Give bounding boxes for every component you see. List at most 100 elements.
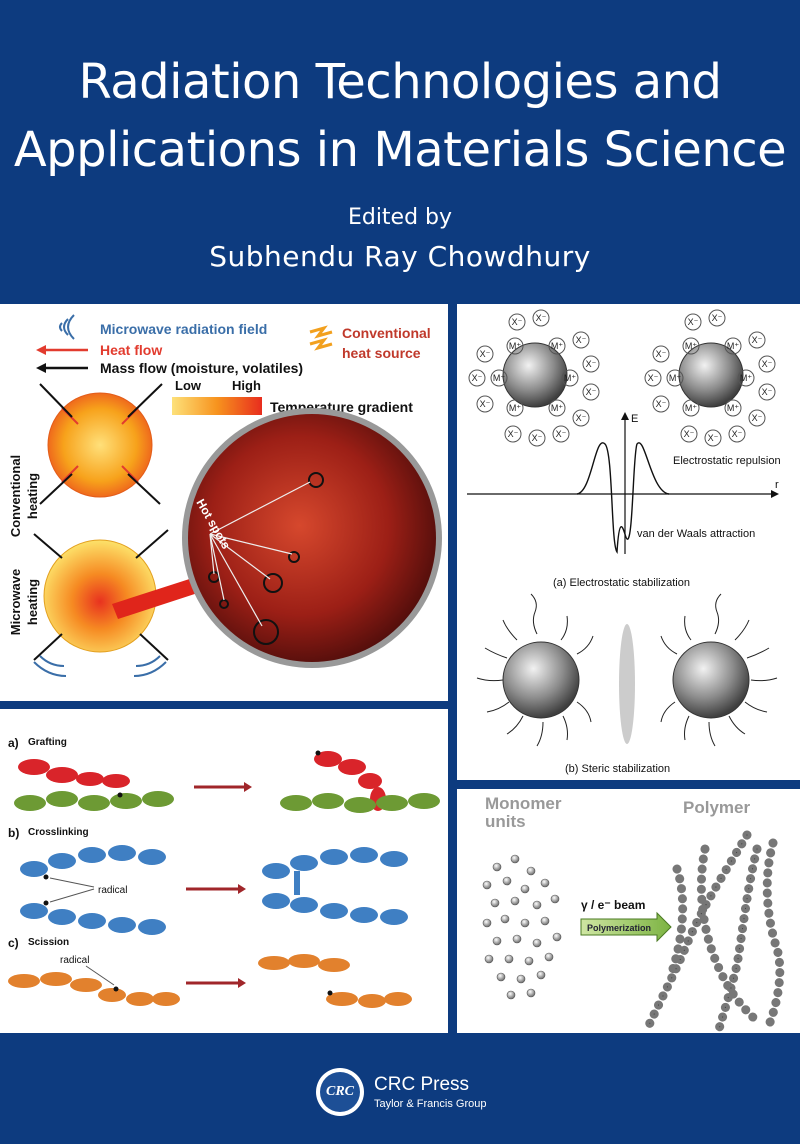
- editor-name: Subhendu Ray Chowdhury: [209, 240, 591, 273]
- svg-text:M⁺: M⁺: [669, 373, 681, 383]
- polymerization-panel: Monomer units Polymer γ / e⁻ beam Polyme…: [457, 789, 800, 1033]
- svg-text:M⁺: M⁺: [685, 403, 697, 413]
- axis-r-label: r: [775, 479, 779, 491]
- svg-text:X⁻: X⁻: [656, 399, 667, 409]
- heating-diagram: Microwave radiation field Heat flow Mass…: [8, 314, 442, 677]
- ion-cluster-right: [678, 342, 744, 408]
- reaction-arrow-icon: [186, 884, 246, 894]
- label-c: c): [8, 936, 19, 950]
- anion-ions-right: X⁻ X⁻ X⁻ X⁻ X⁻ X⁻ X⁻ X⁻ X⁻ X⁻ X⁻ X⁻: [644, 309, 776, 447]
- svg-text:X⁻: X⁻: [532, 433, 543, 443]
- reactions-panel: a) Grafting b: [0, 709, 448, 1033]
- cation-ions-left: M⁺ M⁺ M⁺ M⁺ M⁺ M⁺: [490, 337, 579, 417]
- svg-text:M⁺: M⁺: [551, 341, 563, 351]
- svg-text:M⁺: M⁺: [727, 403, 739, 413]
- svg-text:M⁺: M⁺: [727, 341, 739, 351]
- radical-label-b: radical: [98, 885, 127, 896]
- gradient-low: Low: [175, 378, 202, 393]
- legend-conventional-line1: Conventional: [342, 325, 431, 341]
- svg-text:X⁻: X⁻: [752, 413, 763, 423]
- svg-text:X⁻: X⁻: [684, 429, 695, 439]
- axis-e-label: E: [631, 413, 638, 425]
- publisher-block: CRC CRC Press Taylor & Francis Group: [316, 1068, 516, 1118]
- label-microwave-line2: heating: [25, 579, 40, 625]
- svg-text:X⁻: X⁻: [480, 349, 491, 359]
- svg-text:X⁻: X⁻: [656, 349, 667, 359]
- svg-text:M⁺: M⁺: [551, 403, 563, 413]
- crosslink-chains-left: [20, 845, 166, 935]
- svg-text:X⁻: X⁻: [472, 373, 483, 383]
- hot-spots-micrograph: [188, 414, 436, 662]
- label-conventional-line2: heating: [25, 473, 40, 519]
- reaction-arrow-icon: [194, 782, 252, 792]
- monomer-units: [482, 854, 562, 1000]
- reaction-arrow-icon: [186, 978, 246, 988]
- book-title: Radiation Technologies and Applications …: [0, 48, 800, 184]
- publisher-group: Taylor & Francis Group: [374, 1098, 487, 1110]
- svg-text:X⁻: X⁻: [712, 313, 723, 323]
- steric-particle-left: [502, 641, 580, 719]
- gradient-high: High: [232, 378, 261, 393]
- svg-text:X⁻: X⁻: [762, 387, 773, 397]
- legend-heat-flow: Heat flow: [100, 342, 162, 358]
- svg-text:X⁻: X⁻: [480, 399, 491, 409]
- caption-steric: (b) Steric stabilization: [565, 763, 670, 775]
- scission-fragments: [258, 954, 412, 1008]
- edited-by-label: Edited by: [347, 205, 453, 230]
- reactions-diagram: a) Grafting b: [8, 736, 440, 1008]
- conventional-source-icon: [309, 325, 333, 351]
- legend-microwave: Microwave radiation field: [100, 321, 267, 337]
- svg-text:X⁻: X⁻: [586, 387, 597, 397]
- label-microwave-line1: Microwave: [8, 569, 23, 635]
- anion-ions-left: X⁻ X⁻ X⁻ X⁻ X⁻ X⁻ X⁻ X⁻ X⁻ X⁻ X⁻ X⁻: [468, 309, 600, 447]
- zoom-arrow: [112, 574, 210, 619]
- polymer-chains: [644, 830, 785, 1033]
- svg-text:X⁻: X⁻: [688, 317, 699, 327]
- svg-text:X⁻: X⁻: [732, 429, 743, 439]
- crc-logo-text: CRC: [320, 1072, 360, 1112]
- title-crosslinking: Crosslinking: [28, 827, 89, 838]
- radical-label-c: radical: [60, 955, 89, 966]
- monomer-label-line1: Monomer: [485, 794, 562, 813]
- crc-logo-icon: CRC: [316, 1068, 364, 1116]
- heating-diagram-panel: Microwave radiation field Heat flow Mass…: [0, 304, 448, 701]
- beam-label: γ / e⁻ beam: [581, 898, 645, 912]
- svg-text:X⁻: X⁻: [708, 433, 719, 443]
- caption-electrostatic: (a) Electrostatic stabilization: [553, 577, 690, 589]
- svg-text:X⁻: X⁻: [752, 335, 763, 345]
- backbone-right: [280, 793, 440, 813]
- energy-curve: [576, 442, 670, 554]
- steric-particles: [476, 593, 778, 747]
- cation-ions-right: M⁺ M⁺ M⁺ M⁺ M⁺ M⁺: [666, 337, 755, 417]
- svg-text:M⁺: M⁺: [685, 341, 697, 351]
- svg-text:X⁻: X⁻: [536, 313, 547, 323]
- svg-text:X⁻: X⁻: [556, 429, 567, 439]
- title-scission: Scission: [28, 937, 69, 948]
- svg-text:X⁻: X⁻: [508, 429, 519, 439]
- repulsion-label: Electrostatic repulsion: [673, 455, 781, 467]
- svg-text:X⁻: X⁻: [648, 373, 659, 383]
- svg-text:M⁺: M⁺: [509, 341, 521, 351]
- grafting-chains-left: [18, 759, 130, 788]
- ion-cluster-left: [502, 342, 568, 408]
- backbone-left: [14, 791, 174, 811]
- label-a: a): [8, 736, 19, 750]
- attraction-label: van der Waals attraction: [637, 528, 755, 540]
- svg-text:M⁺: M⁺: [493, 373, 505, 383]
- polymerization-diagram: Monomer units Polymer γ / e⁻ beam Polyme…: [482, 794, 785, 1033]
- scission-chain-left: [8, 972, 180, 1006]
- svg-text:X⁻: X⁻: [512, 317, 523, 327]
- svg-text:M⁺: M⁺: [564, 373, 576, 383]
- label-b: b): [8, 826, 19, 840]
- stabilization-panel: M⁺ M⁺ M⁺ M⁺ M⁺ M⁺ X⁻ X⁻ X⁻ X⁻ X⁻ X⁻ X⁻ X…: [457, 304, 800, 780]
- steric-particle-right: [672, 641, 750, 719]
- steric-barrier: [619, 624, 635, 744]
- title-line-1: Radiation Technologies and: [78, 54, 722, 110]
- svg-text:X⁻: X⁻: [576, 413, 587, 423]
- crosslinked-chains: [262, 847, 408, 925]
- polymerization-arrow: [580, 911, 672, 943]
- microwave-wave-icon: [59, 314, 75, 340]
- svg-text:M⁺: M⁺: [509, 403, 521, 413]
- svg-text:X⁻: X⁻: [762, 359, 773, 369]
- svg-text:X⁻: X⁻: [586, 359, 597, 369]
